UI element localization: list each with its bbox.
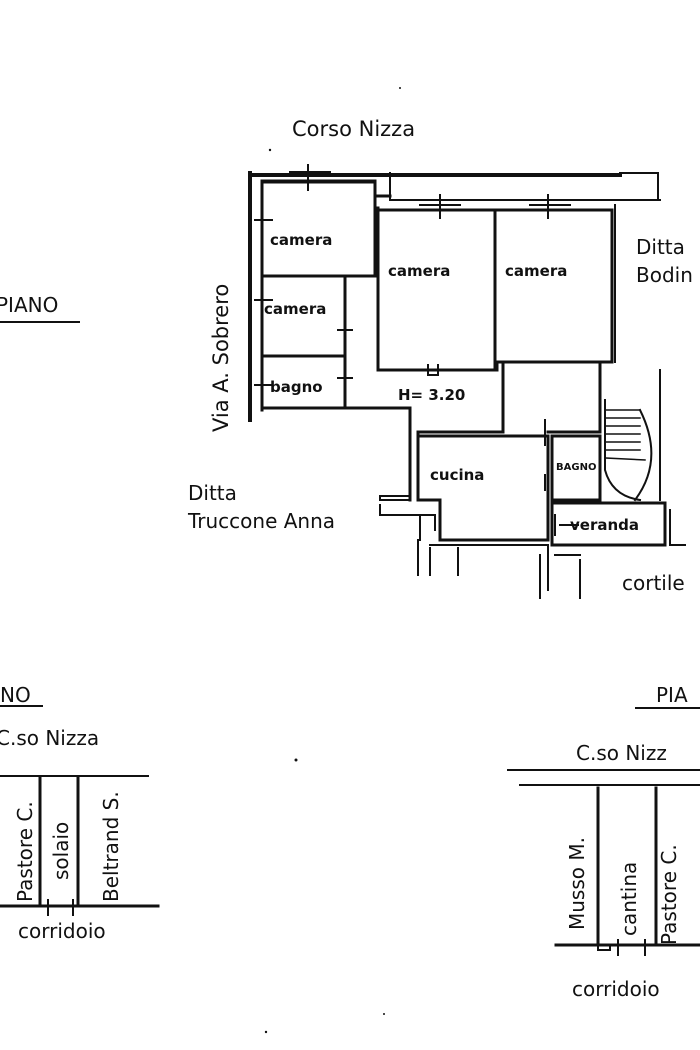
street-corso-nizza: Corso Nizza — [292, 117, 415, 141]
neighbor-right-line2: Bodin — [636, 263, 693, 287]
room-camera-2: camera — [264, 300, 326, 318]
cantina-neighbor-right: Pastore C. — [657, 844, 681, 945]
solaio-neighbor-left: Pastore C. — [13, 801, 37, 902]
solaio-plan-walls — [0, 705, 160, 916]
cantina-unit: cantina — [617, 862, 641, 936]
scan-specks — [264, 87, 401, 1034]
cantina-neighbor-left: Musso M. — [565, 837, 589, 930]
room-camera-1: camera — [270, 231, 332, 249]
solaio-neighbor-right: Beltrand S. — [99, 791, 123, 902]
room-cucina: cucina — [430, 466, 484, 484]
floor-label-top: PIANO — [0, 293, 58, 317]
cantina-title: PIA — [656, 683, 688, 707]
street-via-sobrero: Via A. Sobrero — [209, 284, 233, 432]
room-camera-4: camera — [505, 262, 567, 280]
solaio-title: NO — [0, 683, 31, 707]
neighbor-left-line1: Ditta — [188, 481, 237, 505]
neighbor-right-line1: Ditta — [636, 235, 685, 259]
room-veranda: veranda — [570, 516, 639, 534]
courtyard-label: cortile — [622, 571, 685, 595]
solaio-street: C.so Nizza — [0, 726, 99, 750]
solaio-corridor: corridoio — [18, 919, 106, 943]
room-camera-3: camera — [388, 262, 450, 280]
main-plan-walls — [248, 164, 686, 599]
cantina-plan-walls — [507, 707, 700, 956]
neighbor-left-line2: Truccone Anna — [187, 509, 335, 533]
cantina-corridor: corridoio — [572, 977, 660, 1001]
solaio-unit: solaio — [49, 822, 73, 880]
cantina-street: C.so Nizz — [576, 741, 667, 765]
room-bagno-small: BAGNO — [556, 462, 596, 473]
height-note: H= 3.20 — [398, 386, 465, 404]
room-bagno: bagno — [270, 378, 323, 396]
